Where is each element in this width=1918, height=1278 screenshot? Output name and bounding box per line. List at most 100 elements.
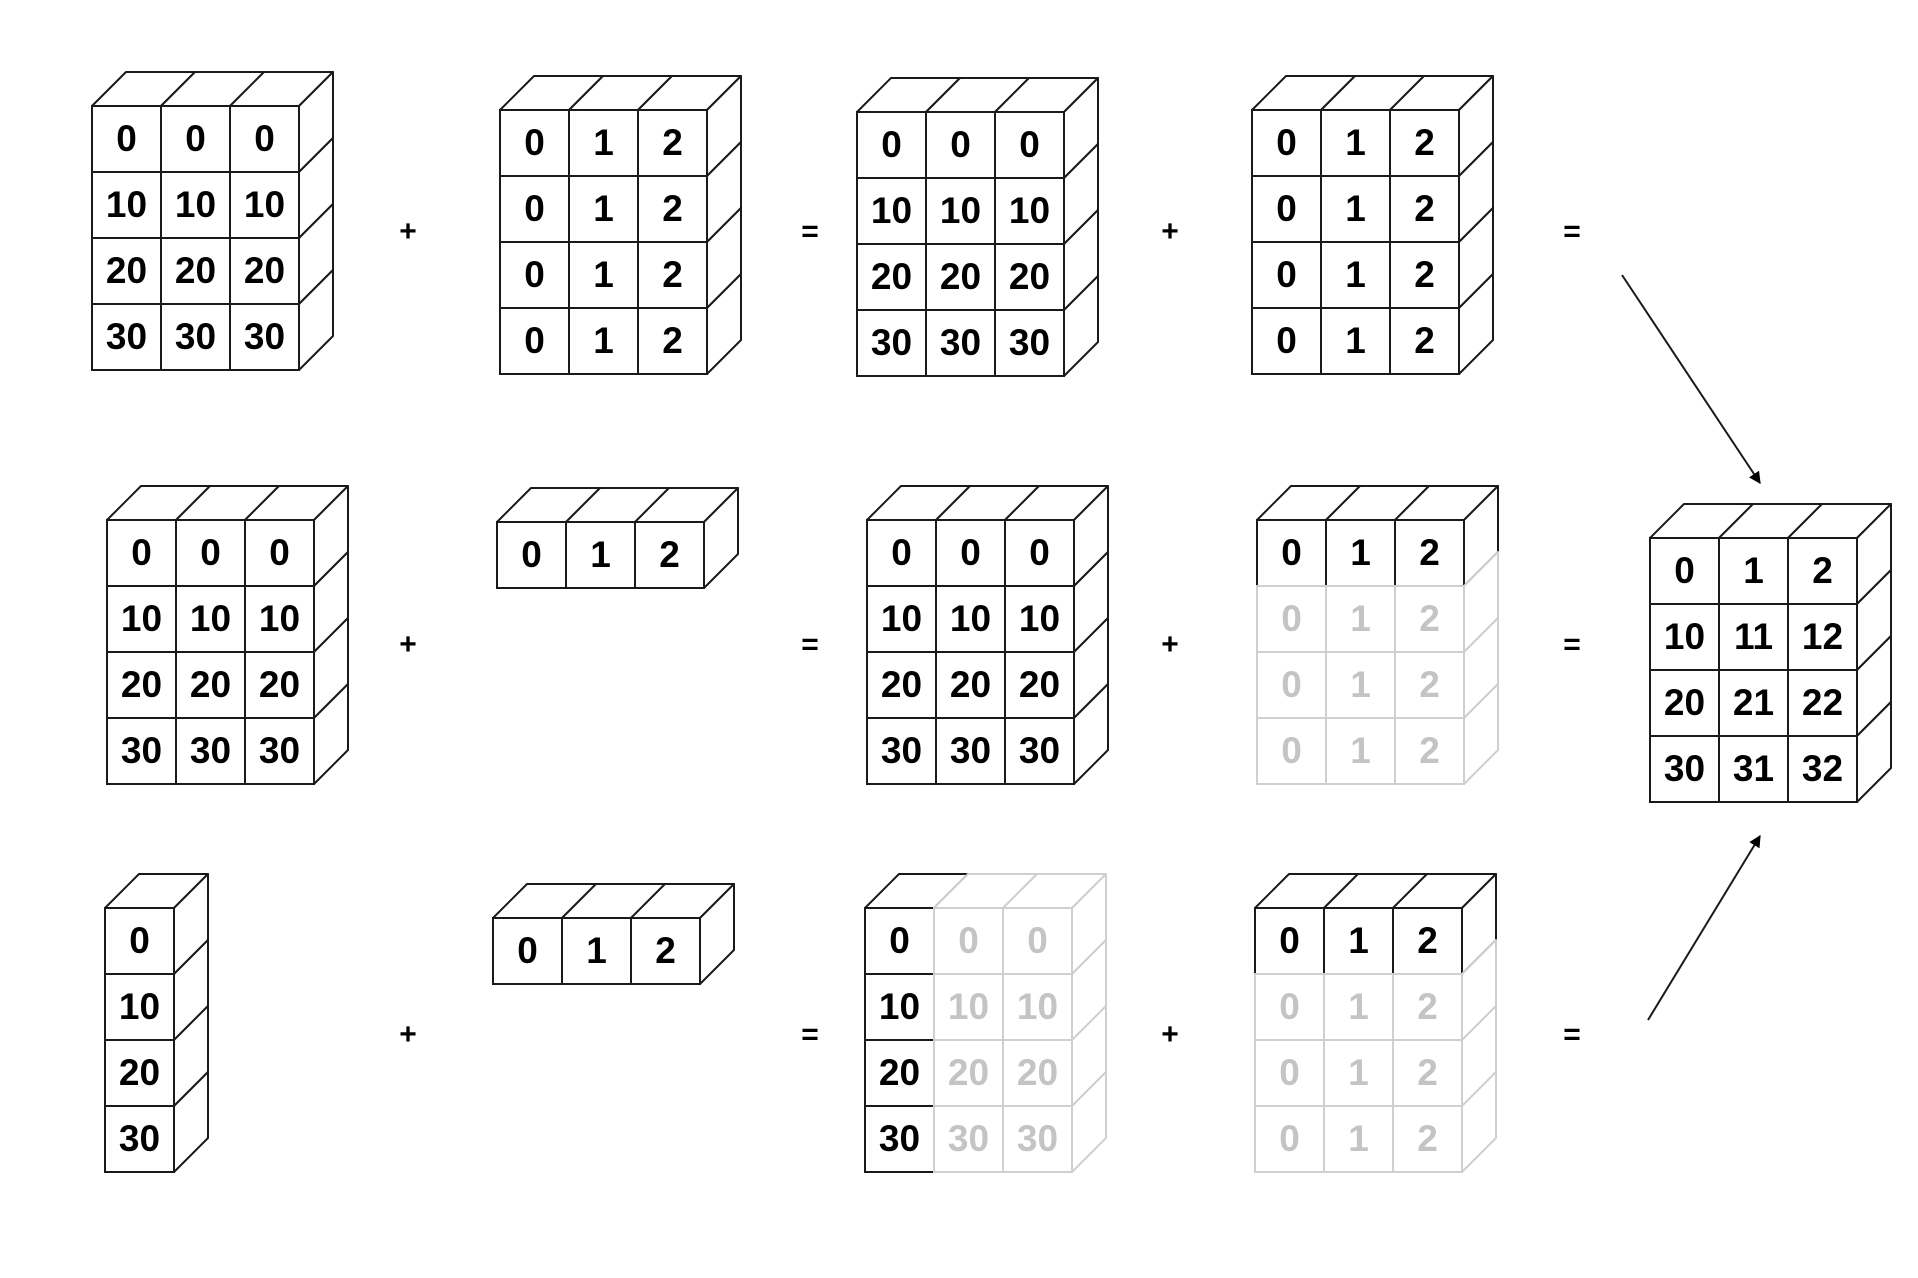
result-cell-r1-c0: 10 — [1649, 603, 1720, 671]
result-cell-r3-c0: 30 — [1649, 735, 1720, 803]
row1-b-tiled-cell-r2-c2: 2 — [1389, 207, 1494, 309]
row1-b-value-r0-c2: 2 — [662, 122, 683, 163]
row3-a-stretched-cell-r3-c1-ghost: 30 — [933, 1105, 1004, 1173]
row1-b-value-r3-c2: 2 — [662, 320, 683, 361]
row3-b-stretched-value-r2-c2: 2 — [1417, 1052, 1438, 1093]
row1-b-cell-r0-c2: 2 — [637, 75, 742, 177]
row1-a-cell-r1-c2: 10 — [229, 137, 334, 239]
row3-b-cell-r0-c0: 0 — [492, 883, 597, 985]
row1-b-value-r3-c1: 1 — [593, 320, 614, 361]
row3-a-stretched-value-r2-c0: 20 — [879, 1052, 920, 1093]
arrow-row3-to-result — [1647, 834, 1761, 1021]
row1-b-tiled-value-r1-c0: 0 — [1276, 188, 1297, 229]
result-cell-r2-c1: 21 — [1718, 669, 1789, 737]
row2-a-tiled-cell-r2-c1: 20 — [935, 651, 1006, 719]
row3-a-cell-r1-c0: 10 — [104, 939, 209, 1041]
row2-b-stretched-cell-r3-c2-ghost: 2 — [1394, 683, 1499, 785]
row2-b-stretched-value-r2-c2: 2 — [1419, 664, 1440, 705]
row1-a-value-r0-c2: 0 — [254, 118, 275, 159]
row1-a-tiled-value-r3-c2: 30 — [1009, 322, 1050, 363]
row3-b-stretched-value-r3-c1: 1 — [1348, 1118, 1369, 1159]
row2-b-stretched-value-r3-c1: 1 — [1350, 730, 1371, 771]
row1-a-value-r2-c0: 20 — [106, 250, 147, 291]
row2-b-stretched-cell-r3-c1-ghost: 1 — [1325, 717, 1396, 785]
row1-a-tiled-cell-r3-c0: 30 — [856, 309, 927, 377]
result-cell-r3-c2: 32 — [1787, 701, 1892, 803]
row2-b-stretched-cell-r1-c1-ghost: 1 — [1325, 585, 1396, 653]
row1-b-tiled-cell-r3-c0: 0 — [1251, 307, 1322, 375]
row1-a-tiled-cell-r2-c0: 20 — [856, 243, 927, 311]
row1-b-tiled-value-r2-c0: 0 — [1276, 254, 1297, 295]
row1-a-cell-r3-c0: 30 — [91, 303, 162, 371]
row1-b-cell-r3-c0: 0 — [499, 307, 570, 375]
row2-b-stretched-value-r2-c1: 1 — [1350, 664, 1371, 705]
row1-a-tiled-value-r1-c1: 10 — [940, 190, 981, 231]
row1-a-cell-r1-c1: 10 — [160, 171, 231, 239]
row2-a-tiled-cell-r3-c2: 30 — [1004, 683, 1109, 785]
row1-b-value-r3-c0: 0 — [524, 320, 545, 361]
row2-b-stretched-cell-r3-c0-ghost: 0 — [1256, 717, 1327, 785]
result-value-r0-c1: 1 — [1743, 550, 1764, 591]
row1-plus-sign-0: + — [399, 215, 417, 248]
row1-a-tiled-value-r0-c1: 0 — [950, 124, 971, 165]
row2-a-tiled-value-r2-c2: 20 — [1019, 664, 1060, 705]
row2-b-stretched-value-r2-c0: 0 — [1281, 664, 1302, 705]
row2-a-cell-r2-c2: 20 — [244, 617, 349, 719]
row3-a-stretched-value-r3-c2: 30 — [1017, 1118, 1058, 1159]
row3-equals-sign-1: = — [801, 1018, 819, 1051]
row1-a-value-r0-c1: 0 — [185, 118, 206, 159]
row2-b-value-r0-c1: 1 — [590, 534, 611, 575]
row2-a-value-r0-c0: 0 — [131, 532, 152, 573]
row3-b-stretched-cell-r3-c2-ghost: 2 — [1392, 1071, 1497, 1173]
row1-a-tiled-value-r1-c0: 10 — [871, 190, 912, 231]
row2-b-stretched-value-r1-c2: 2 — [1419, 598, 1440, 639]
row1-a-tiled-cell-r3-c2: 30 — [994, 275, 1099, 377]
row1-b-value-r2-c1: 1 — [593, 254, 614, 295]
row1-b-tiled-cell-r1-c0: 0 — [1251, 175, 1322, 243]
row2-b-value-r0-c0: 0 — [521, 534, 542, 575]
row1-b-cell-r3-c1: 1 — [568, 307, 639, 375]
row2-a-tiled-value-r3-c0: 30 — [881, 730, 922, 771]
row2-plus-sign-0: + — [399, 628, 417, 661]
row2-a-cell-r1-c2: 10 — [244, 551, 349, 653]
row2-a-value-r2-c0: 20 — [121, 664, 162, 705]
row2-a-value-r1-c0: 10 — [121, 598, 162, 639]
row2-b-stretched-value-r1-c1: 1 — [1350, 598, 1371, 639]
result-value-r3-c2: 32 — [1802, 748, 1843, 789]
row1-a-value-r3-c2: 30 — [244, 316, 285, 357]
row3-b-stretched-value-r3-c2: 2 — [1417, 1118, 1438, 1159]
row3-a-stretched-value-r0-c1: 0 — [958, 920, 979, 961]
row3-plus-sign-0: + — [399, 1018, 417, 1051]
row2-a-cell-r1-c1: 10 — [175, 585, 246, 653]
row1-b-tiled-value-r2-c1: 1 — [1345, 254, 1366, 295]
row3-b-stretched-cell-r1-c0-ghost: 0 — [1254, 973, 1325, 1041]
row1-a-value-r3-c1: 30 — [175, 316, 216, 357]
row2-a-value-r0-c1: 0 — [200, 532, 221, 573]
row2-a-value-r2-c1: 20 — [190, 664, 231, 705]
row1-equals-sign-1: = — [801, 215, 819, 248]
row1-a-value-r2-c2: 20 — [244, 250, 285, 291]
row1-b-tiled-value-r0-c1: 1 — [1345, 122, 1366, 163]
row3-a-value-r0-c0: 0 — [129, 920, 150, 961]
row2-a-tiled-value-r0-c1: 0 — [960, 532, 981, 573]
row1-b-value-r0-c0: 0 — [524, 122, 545, 163]
row1-b-tiled-value-r3-c2: 2 — [1414, 320, 1435, 361]
row2-b-stretched-value-r3-c2: 2 — [1419, 730, 1440, 771]
row2-b-value-r0-c2: 2 — [659, 534, 680, 575]
row3-a-stretched-value-r0-c2: 0 — [1027, 920, 1048, 961]
row2-b-stretched-value-r0-c1: 1 — [1350, 532, 1371, 573]
row1-a-tiled-value-r2-c0: 20 — [871, 256, 912, 297]
row3-b-stretched-cell-r0-c2: 2 — [1392, 873, 1497, 975]
row2-a-tiled-cell-r1-c2: 10 — [1004, 551, 1109, 653]
result-value-r2-c1: 21 — [1733, 682, 1774, 723]
row2-a-cell-r0-c2: 0 — [244, 485, 349, 587]
row1-plus-sign-2: + — [1161, 215, 1179, 248]
row1-a-tiled-value-r1-c2: 10 — [1009, 190, 1050, 231]
result-cell-r3-c1: 31 — [1718, 735, 1789, 803]
